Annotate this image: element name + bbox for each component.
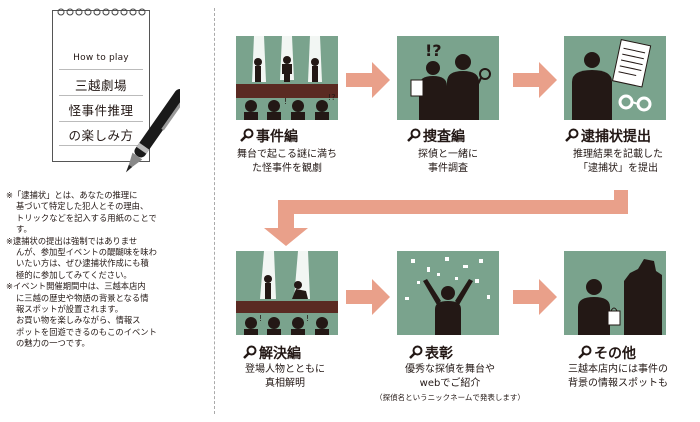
step-label-award: 表彰 [409, 343, 453, 363]
howto-text: How to play [73, 53, 129, 63]
warrant-submission-icon [572, 39, 652, 120]
step-desc-investigation: 探偵と一緒に事件調査 [418, 149, 478, 174]
magnifier-icon [240, 128, 254, 142]
step-image-other [564, 251, 666, 335]
arrow-return-icon [264, 190, 628, 246]
step-desc-other: 三越本店内には事件の背景の情報スポットも [568, 364, 668, 389]
step-image-warrant [564, 36, 666, 120]
step-image-solution: ! ! [236, 251, 338, 335]
pen-icon [125, 89, 180, 173]
notebook-rings-icon [57, 8, 146, 16]
detectives-icon: !? [410, 41, 491, 120]
arrow-right-icon [513, 279, 557, 315]
step-desc-solution: 登場人物とともに真相解明 [245, 364, 325, 389]
step-image-incident: ! !? [236, 36, 338, 120]
svg-text:!: ! [284, 97, 287, 106]
step-image-award [397, 251, 499, 335]
note-text: す。 [16, 224, 32, 235]
title-line-2: 怪事件推理 [68, 103, 134, 118]
svg-text:!?: !? [328, 93, 335, 102]
svg-text:!: ! [259, 314, 262, 323]
magnifier-icon [243, 345, 257, 359]
dashed-divider [214, 8, 215, 414]
celebration-icon [405, 257, 490, 335]
step-label-other: その他 [578, 343, 636, 363]
arrow-right-icon [346, 62, 390, 98]
magnifier-icon [565, 128, 579, 142]
step-label-incident: 事件編 [240, 126, 298, 146]
note-text: ※逮捕状の提出は強制ではありませ [6, 235, 138, 246]
step-desc-warrant: 推理結果を記載した「逮捕状」を提出 [573, 149, 663, 174]
step-desc-incident: 舞台で起こる謎に満ちた怪事件を観劇 [237, 149, 337, 174]
magnifier-icon [409, 345, 423, 359]
stage-reveal-icon: ! ! [236, 251, 338, 335]
step-label-solution: 解決編 [243, 343, 301, 363]
note-text: 報スポットが設置されます。 [16, 304, 124, 315]
arrow-right-icon [513, 62, 557, 98]
note-text: 極的に参加してみてください。 [16, 269, 132, 280]
magnifier-icon [407, 128, 421, 142]
notebook-title-card: How to play 三越劇場 怪事件推理 の楽しみ方 [52, 8, 150, 162]
magnifier-icon [578, 345, 592, 359]
svg-text:!?: !? [425, 41, 442, 60]
note-text: んが、参加型イベントの醍醐味を味わ [16, 247, 157, 258]
note-text: に三越の歴史や物語の背景となる情 [16, 292, 149, 303]
arrow-right-icon [346, 279, 390, 315]
svg-text:!: ! [306, 314, 309, 323]
theater-stage-icon: ! !? [236, 36, 338, 120]
note-text: いたい方は、ぜひ逮捕状作成にも積 [16, 258, 149, 269]
note-text: ※「逮捕状」とは、あなたの推理に [6, 190, 138, 200]
notes-section: ※「逮捕状」とは、あなたの推理に基づいて特定した犯人とその理由、トリックなどを記… [6, 190, 206, 350]
store-info-icon [578, 259, 662, 335]
step-label-warrant: 逮捕状提出 [565, 126, 651, 146]
title-line-1: 三越劇場 [74, 78, 127, 93]
note-text: 基づいて特定した犯人とその理由、 [16, 201, 149, 212]
note-text: トリックなどを記入する用紙のことで [16, 212, 157, 223]
note-text: お買い物を楽しみながら、情報ス [16, 315, 141, 326]
title-line-3: の楽しみ方 [68, 128, 134, 143]
note-text: ※イベント開催期間中は、三越本店内 [6, 281, 146, 292]
note-text: の魅力の一つです。 [16, 338, 90, 349]
note-text: ポットを回遊できるのもこのイベント [16, 326, 157, 337]
step-label-investigation: 捜査編 [407, 126, 465, 146]
step-image-investigation: !? [397, 36, 499, 120]
